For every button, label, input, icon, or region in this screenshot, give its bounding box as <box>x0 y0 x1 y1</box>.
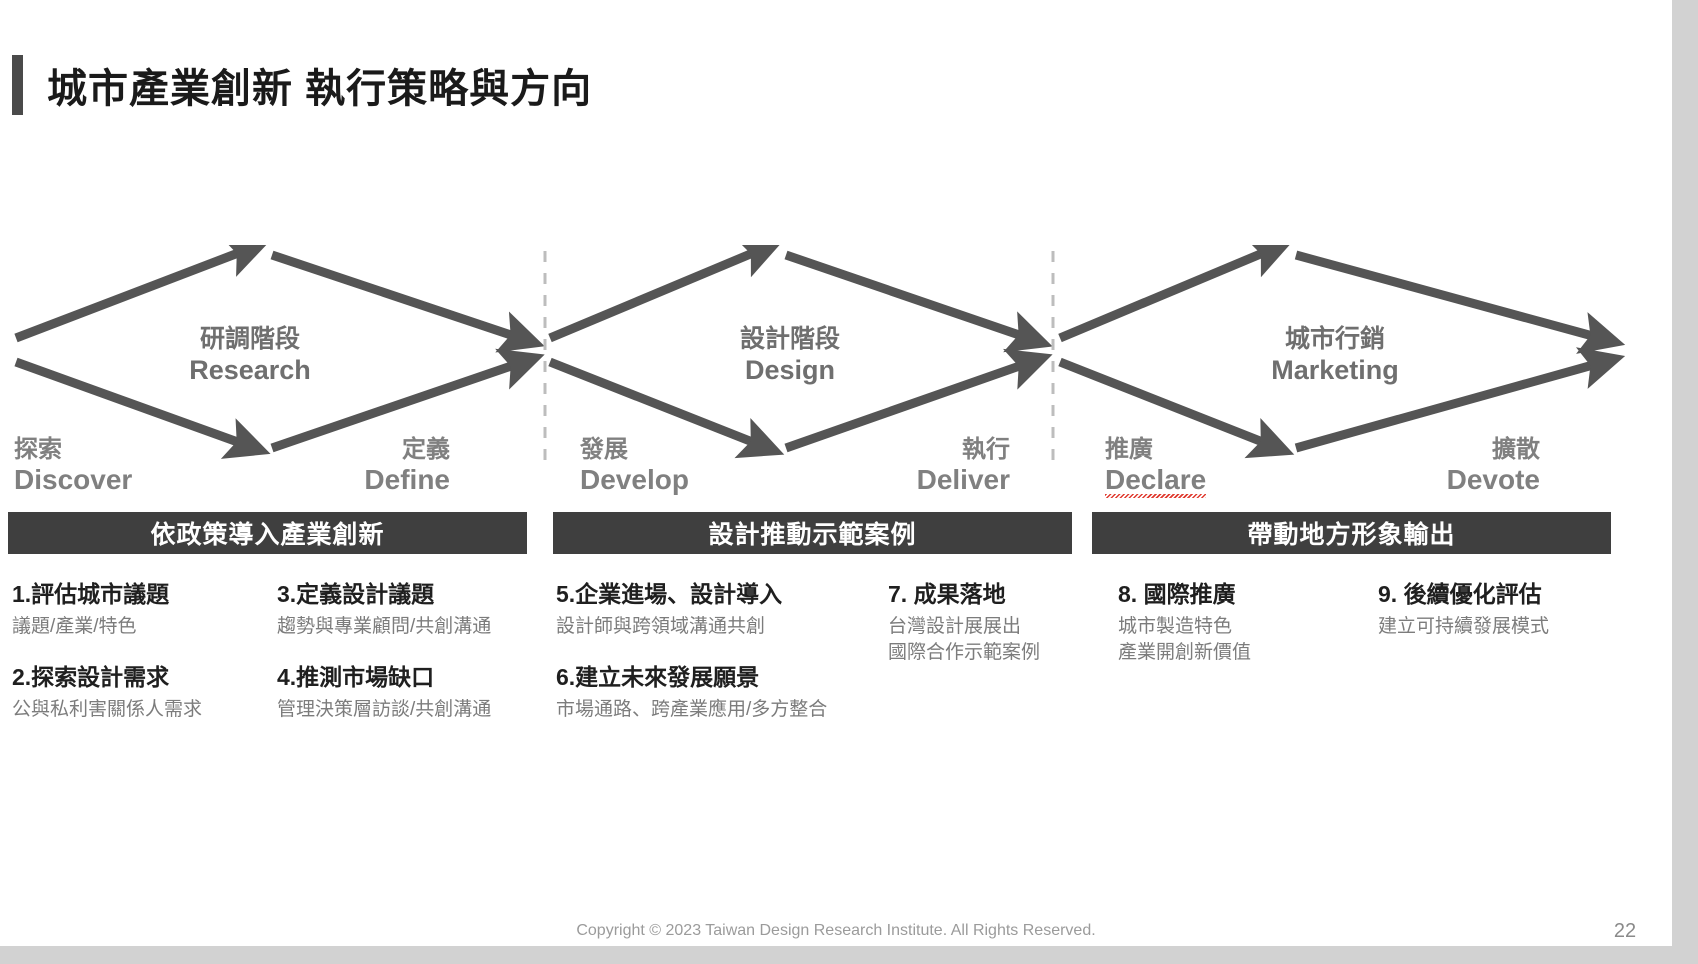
band-header-research: 依政策導入產業創新 <box>8 512 527 554</box>
item-8-sub-1: 城市製造特色 <box>1118 615 1233 637</box>
arrow-p1-lower-left <box>14 357 271 459</box>
item-3: 3.定義設計議題 趨勢與專業顧問/共創溝通 <box>277 580 537 639</box>
step-label-declare-zh: 推廣 <box>1105 436 1153 463</box>
step-label-define: 定義 Define <box>240 436 450 495</box>
arrow-p1-upper-left <box>14 245 271 343</box>
item-3-sub-1: 趨勢與專業顧問/共創溝通 <box>277 615 492 637</box>
item-6-sub-1: 市場通路、跨產業應用/多方整合 <box>556 698 828 720</box>
phase-label-marketing: 城市行銷 Marketing <box>1230 325 1440 386</box>
step-label-discover-en: Discover <box>14 463 133 495</box>
arrow-p3-upper-right <box>1294 250 1626 354</box>
double-diamond-diagram: 研調階段 Research 設計階段 Design 城市行銷 Marketing <box>0 245 1672 495</box>
arrow-p1-lower-right <box>270 348 545 453</box>
diamond-arrows-svg <box>14 245 1626 463</box>
item-5-sub-1: 設計師與跨領域溝通共創 <box>556 615 766 637</box>
step-label-declare-en: Declare <box>1105 463 1207 499</box>
arrow-p3-lower-left <box>1058 357 1295 459</box>
item-6-title: 6.建立未來發展願景 <box>556 664 760 690</box>
step-label-deliver-en: Deliver <box>916 463 1010 495</box>
step-label-devote-zh: 擴散 <box>1492 436 1540 463</box>
step-label-deliver: 執行 Deliver <box>800 436 1010 495</box>
phase-label-design: 設計階段 Design <box>690 325 890 386</box>
slide-canvas: 城市產業創新 執行策略與方向 <box>0 0 1672 946</box>
phase-label-research-en: Research <box>189 354 311 385</box>
page-number: 22 <box>1613 920 1637 942</box>
step-label-devote: 擴散 Devote <box>1320 436 1540 495</box>
step-label-define-zh: 定義 <box>402 436 450 463</box>
item-4: 4.推測市場缺口 管理決策層訪談/共創溝通 <box>277 663 537 722</box>
step-label-develop: 發展 Develop <box>580 436 689 495</box>
arrow-p2-upper-left <box>548 245 785 343</box>
arrow-p2-lower-right <box>784 348 1053 453</box>
item-9-sub-1: 建立可持續發展模式 <box>1378 615 1550 637</box>
item-2-title: 2.探索設計需求 <box>12 664 170 690</box>
step-label-discover-zh: 探索 <box>14 436 62 463</box>
phase-label-research: 研調階段 Research <box>150 325 350 386</box>
page-title: 城市產業創新 執行策略與方向 <box>47 67 593 111</box>
phase-label-marketing-zh: 城市行銷 <box>1284 325 1385 353</box>
arrow-p2-lower-left <box>548 357 785 459</box>
item-1: 1.評估城市議題 議題/產業/特色 <box>12 580 262 639</box>
item-5: 5.企業進場、設計導入 設計師與跨領域溝通共創 <box>556 580 886 639</box>
arrow-p2-upper-right <box>784 250 1053 353</box>
item-2-sub-1: 公與私利害關係人需求 <box>12 698 203 720</box>
step-label-define-en: Define <box>364 463 450 495</box>
item-7: 7. 成果落地 台灣設計展展出 國際合作示範案例 <box>888 580 1078 666</box>
item-9-title: 9. 後續優化評估 <box>1378 581 1542 607</box>
arrow-p3-lower-right <box>1294 347 1626 453</box>
step-label-declare: 推廣 Declare <box>1105 436 1207 499</box>
band-header-design-real: 設計推動示範案例 <box>553 512 1072 554</box>
item-8-sub-2: 產業開創新價值 <box>1118 642 1252 664</box>
step-label-deliver-zh: 執行 <box>962 436 1010 463</box>
phase-label-research-zh: 研調階段 <box>199 325 300 353</box>
item-6: 6.建立未來發展願景 市場通路、跨產業應用/多方整合 <box>556 663 886 722</box>
page-gutter-right <box>1672 0 1698 964</box>
step-label-develop-en: Develop <box>580 463 689 495</box>
phase-label-design-en: Design <box>744 354 836 385</box>
item-4-sub-1: 管理決策層訪談/共創溝通 <box>277 698 492 720</box>
item-7-title: 7. 成果落地 <box>888 581 1006 607</box>
item-8-title: 8. 國際推廣 <box>1118 581 1236 607</box>
item-9: 9. 後續優化評估 建立可持續發展模式 <box>1378 580 1638 639</box>
phase-label-marketing-en: Marketing <box>1271 354 1399 385</box>
item-4-title: 4.推測市場缺口 <box>277 664 435 690</box>
item-3-title: 3.定義設計議題 <box>277 581 435 607</box>
item-7-sub-2: 國際合作示範案例 <box>888 642 1041 664</box>
arrow-p3-upper-left <box>1058 245 1295 343</box>
item-5-title: 5.企業進場、設計導入 <box>556 581 783 607</box>
step-label-discover: 探索 Discover <box>14 436 133 495</box>
band-header-marketing: 帶動地方形象輸出 <box>1092 512 1611 554</box>
step-label-develop-zh: 發展 <box>580 436 628 463</box>
page-gutter-bottom <box>0 946 1672 964</box>
page-title-row: 城市產業創新 執行策略與方向 <box>0 52 592 118</box>
item-1-title: 1.評估城市議題 <box>12 581 170 607</box>
item-1-sub-1: 議題/產業/特色 <box>12 615 137 637</box>
footer-copyright: Copyright © 2023 Taiwan Design Research … <box>576 922 1096 939</box>
item-8: 8. 國際推廣 城市製造特色 產業開創新價值 <box>1118 580 1368 666</box>
item-7-sub-1: 台灣設計展展出 <box>888 615 1022 637</box>
step-label-devote-en: Devote <box>1446 463 1540 495</box>
phase-label-design-zh: 設計階段 <box>739 325 840 353</box>
item-2: 2.探索設計需求 公與私利害關係人需求 <box>12 663 262 722</box>
title-accent-bar <box>12 55 23 115</box>
arrow-p1-upper-right <box>270 250 545 353</box>
